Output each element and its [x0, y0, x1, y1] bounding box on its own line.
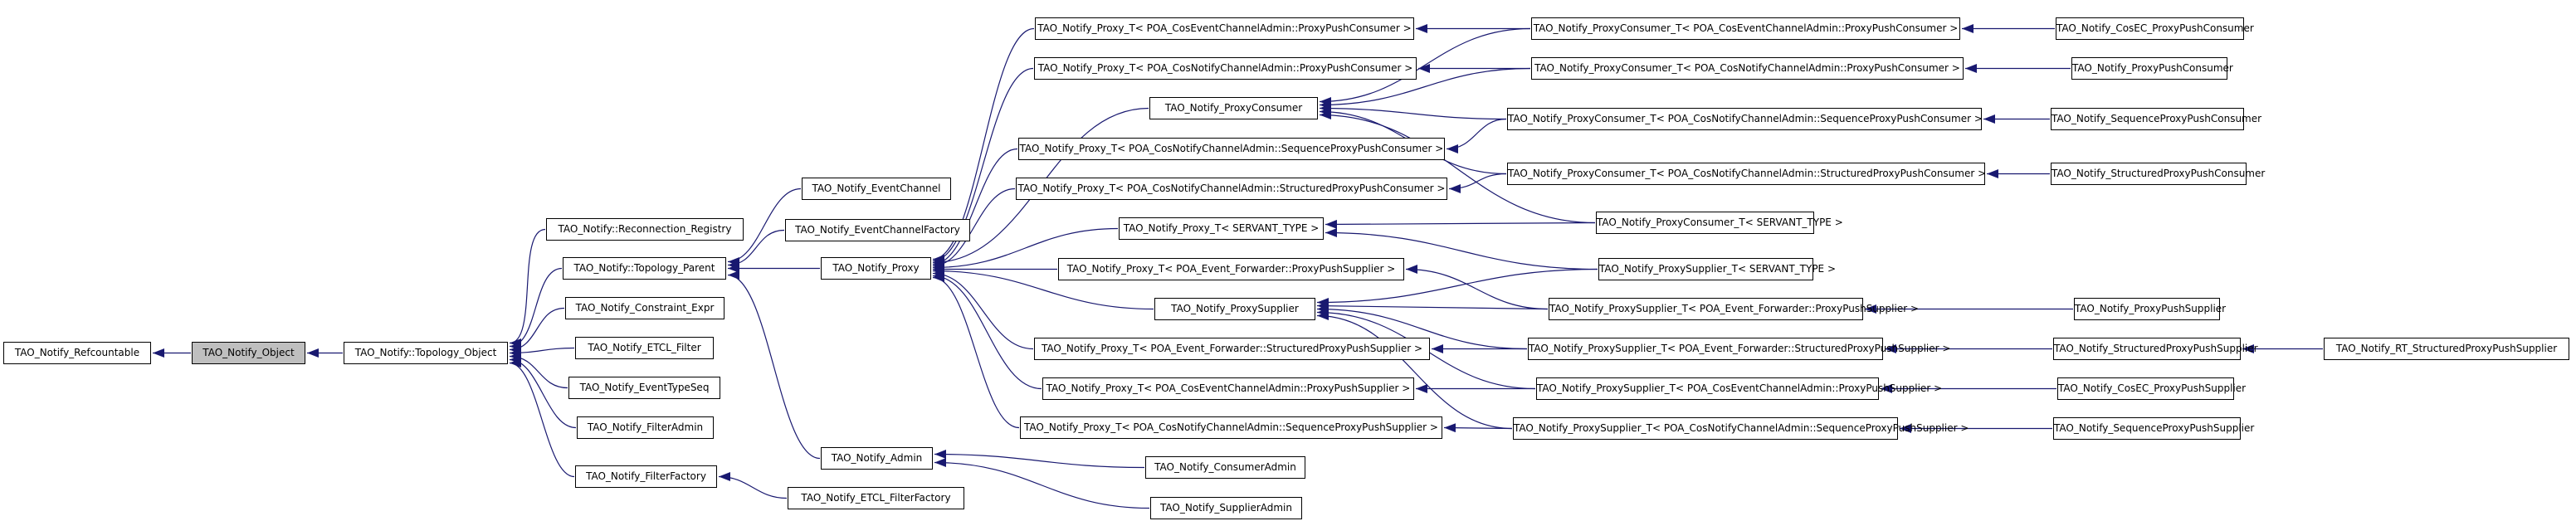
- class-node-seq_pps[interactable]: TAO_Notify_SequenceProxyPushSupplier: [2053, 417, 2254, 440]
- inherits-edge-filter_factory-to-topology_object: [509, 358, 575, 478]
- inherits-edge-proxy_t_cosnotify_ppc-to-proxy: [932, 67, 1034, 265]
- class-node-proxy_t_seq_pps[interactable]: TAO_Notify_Proxy_T< POA_CosNotifyChannel…: [1020, 416, 1442, 439]
- class-node-proxy_t_cosnotify_ppc[interactable]: TAO_Notify_Proxy_T< POA_CosNotifyChannel…: [1034, 57, 1417, 80]
- inherits-edge-pct_seq_ppc-to-proxy_t_seq_ppc: [1446, 118, 1507, 153]
- inherits-edge-proxy_t_cosec_pps-to-proxy: [932, 271, 1042, 390]
- class-node-proxy_t_str_ppc[interactable]: TAO_Notify_Proxy_T< POA_CosNotifyChannel…: [1016, 178, 1447, 200]
- class-node-proxy_t_cosec_ppc[interactable]: TAO_Notify_Proxy_T< POA_CosEventChannelA…: [1035, 17, 1414, 40]
- inherits-edge-pst_servant-to-proxy_t_servant: [1325, 228, 1598, 270]
- class-node-pct_cosec_ppc[interactable]: TAO_Notify_ProxyConsumer_T< POA_CosEvent…: [1531, 17, 1960, 40]
- class-node-admin[interactable]: TAO_Notify_Admin: [821, 447, 933, 470]
- class-node-pct_cosnotify_ppc[interactable]: TAO_Notify_ProxyConsumer_T< POA_CosNotif…: [1531, 57, 1964, 80]
- class-node-reconnection_registry[interactable]: TAO_Notify::Reconnection_Registry: [546, 218, 744, 241]
- class-node-event_channel[interactable]: TAO_Notify_EventChannel: [802, 178, 951, 200]
- inherits-edge-proxy_t_str_ppc-to-proxy: [932, 187, 1016, 270]
- class-node-filter_admin[interactable]: TAO_Notify_FilterAdmin: [577, 416, 714, 439]
- class-node-pct_seq_ppc[interactable]: TAO_Notify_ProxyConsumer_T< POA_CosNotif…: [1507, 108, 1983, 130]
- class-node-proxy[interactable]: TAO_Notify_Proxy: [821, 257, 931, 280]
- class-node-proxy_supplier[interactable]: TAO_Notify_ProxySupplier: [1154, 298, 1315, 320]
- inherits-edge-pst_servant-to-proxy_supplier: [1316, 268, 1598, 307]
- inherits-edge-reconnection_registry-to-topology_object: [509, 228, 546, 348]
- inherits-edge-pst_ef_spps-to-proxy_supplier: [1316, 304, 1528, 350]
- inherits-edge-admin-to-topology_parent: [727, 270, 821, 460]
- class-node-consumer_admin[interactable]: TAO_Notify_ConsumerAdmin: [1145, 456, 1305, 479]
- inherits-edge-pst_seq_pps-to-proxy_supplier: [1316, 311, 1513, 430]
- inherits-edge-pct_cosnotify_ppc-to-proxy_consumer: [1319, 67, 1531, 110]
- class-node-str_pps[interactable]: TAO_Notify_StructuredProxyPushSupplier: [2053, 338, 2258, 360]
- class-node-proxy_t_cosec_pps[interactable]: TAO_Notify_Proxy_T< POA_CosEventChannelA…: [1042, 377, 1414, 400]
- inherits-edge-filter_admin-to-topology_object: [509, 355, 577, 429]
- inherits-edge-proxy_t_ef_spps-to-proxy: [932, 269, 1034, 350]
- inherits-edge-pct_str_ppc-to-proxy_t_str_ppc: [1448, 173, 1507, 193]
- class-node-refcountable[interactable]: TAO_Notify_Refcountable: [3, 342, 151, 364]
- class-node-pst_cosec_pps[interactable]: TAO_Notify_ProxySupplier_T< POA_CosEvent…: [1536, 377, 1942, 400]
- class-node-event_type_seq[interactable]: TAO_Notify_EventTypeSeq: [568, 377, 720, 399]
- class-node-rt_str_pps[interactable]: TAO_Notify_RT_StructuredProxyPushSupplie…: [2324, 338, 2569, 360]
- inherits-edge-supplier_admin-to-admin: [934, 458, 1150, 509]
- class-node-pst_servant[interactable]: TAO_Notify_ProxySupplier_T< SERVANT_TYPE…: [1598, 258, 1836, 280]
- class-node-pct_servant[interactable]: TAO_Notify_ProxyConsumer_T< SERVANT_TYPE…: [1596, 212, 1843, 234]
- class-node-cosec_ppc[interactable]: TAO_Notify_CosEC_ProxyPushConsumer: [2056, 17, 2254, 40]
- class-node-pct_str_ppc[interactable]: TAO_Notify_ProxyConsumer_T< POA_CosNotif…: [1507, 163, 1986, 185]
- class-node-pst_ef_pps[interactable]: TAO_Notify_ProxySupplier_T< POA_Event_Fo…: [1549, 298, 1919, 320]
- class-node-pps[interactable]: TAO_Notify_ProxyPushSupplier: [2074, 298, 2226, 320]
- inherits-edge-pst_seq_pps-to-proxy_t_seq_pps: [1443, 423, 1513, 433]
- inherits-edge-consumer_admin-to-admin: [934, 450, 1145, 469]
- class-node-seq_ppc[interactable]: TAO_Notify_SequenceProxyPushConsumer: [2051, 108, 2261, 130]
- class-node-pst_ef_spps[interactable]: TAO_Notify_ProxySupplier_T< POA_Event_Fo…: [1528, 338, 1950, 360]
- class-node-etcl_filter_factory[interactable]: TAO_Notify_ETCL_FilterFactory: [788, 487, 964, 509]
- inherits-edge-pst_ef_pps-to-proxy_supplier: [1316, 301, 1549, 311]
- class-node-etcl_filter[interactable]: TAO_Notify_ETCL_Filter: [575, 337, 714, 359]
- inherits-edge-pst_ef_pps-to-proxy_t_ef_pps: [1405, 265, 1549, 310]
- class-node-topology_object[interactable]: TAO_Notify::Topology_Object: [344, 342, 508, 364]
- class-node-proxy_t_servant[interactable]: TAO_Notify_Proxy_T< SERVANT_TYPE >: [1119, 217, 1324, 240]
- inherits-edge-constraint_expr-to-topology_object: [509, 307, 565, 354]
- class-node-constraint_expr[interactable]: TAO_Notify_Constraint_Expr: [565, 297, 724, 319]
- class-node-object: TAO_Notify_Object: [192, 342, 305, 364]
- inherits-edge-proxy_supplier-to-proxy: [932, 266, 1154, 310]
- inherits-edge-event_type_seq-to-topology_object: [509, 352, 568, 389]
- class-node-filter_factory[interactable]: TAO_Notify_FilterFactory: [575, 465, 717, 488]
- class-node-event_channel_factory[interactable]: TAO_Notify_EventChannelFactory: [785, 219, 970, 241]
- class-node-proxy_consumer[interactable]: TAO_Notify_ProxyConsumer: [1149, 97, 1318, 119]
- class-node-str_ppc[interactable]: TAO_Notify_StructuredProxyPushConsumer: [2051, 163, 2265, 185]
- inherits-edge-proxy_t_cosec_ppc-to-proxy: [932, 27, 1035, 264]
- inherits-edge-pct_servant-to-proxy_consumer: [1319, 110, 1596, 224]
- inherits-edge-topology_parent-to-topology_object: [509, 267, 563, 351]
- inherits-edge-event_channel-to-topology_parent: [727, 187, 802, 266]
- class-node-proxy_t_seq_ppc[interactable]: TAO_Notify_Proxy_T< POA_CosNotifyChannel…: [1018, 138, 1445, 160]
- class-node-supplier_admin[interactable]: TAO_Notify_SupplierAdmin: [1150, 497, 1302, 519]
- inherits-edge-proxy_t_seq_ppc-to-proxy: [932, 148, 1018, 269]
- inherits-edge-pct_seq_ppc-to-proxy_consumer: [1319, 104, 1507, 120]
- inherits-edge-pct_servant-to-proxy_t_servant: [1325, 219, 1596, 229]
- class-node-ppc[interactable]: TAO_Notify_ProxyPushConsumer: [2071, 57, 2233, 80]
- inherits-edge-proxy_t_seq_pps-to-proxy: [932, 273, 1020, 429]
- class-node-proxy_t_ef_pps[interactable]: TAO_Notify_Proxy_T< POA_Event_Forwarder:…: [1058, 258, 1404, 280]
- class-node-pst_seq_pps[interactable]: TAO_Notify_ProxySupplier_T< POA_CosNotif…: [1513, 417, 1969, 440]
- inherits-edge-proxy_t_servant-to-proxy: [932, 227, 1119, 272]
- inherits-edge-etcl_filter_factory-to-filter_factory: [718, 472, 788, 499]
- inherits-edge-etcl_filter-to-topology_object: [509, 347, 575, 358]
- class-node-cosec_pps[interactable]: TAO_Notify_CosEC_ProxyPushSupplier: [2057, 377, 2246, 400]
- class-node-proxy_t_ef_spps[interactable]: TAO_Notify_Proxy_T< POA_Event_Forwarder:…: [1034, 338, 1430, 360]
- class-node-topology_parent[interactable]: TAO_Notify::Topology_Parent: [563, 257, 726, 280]
